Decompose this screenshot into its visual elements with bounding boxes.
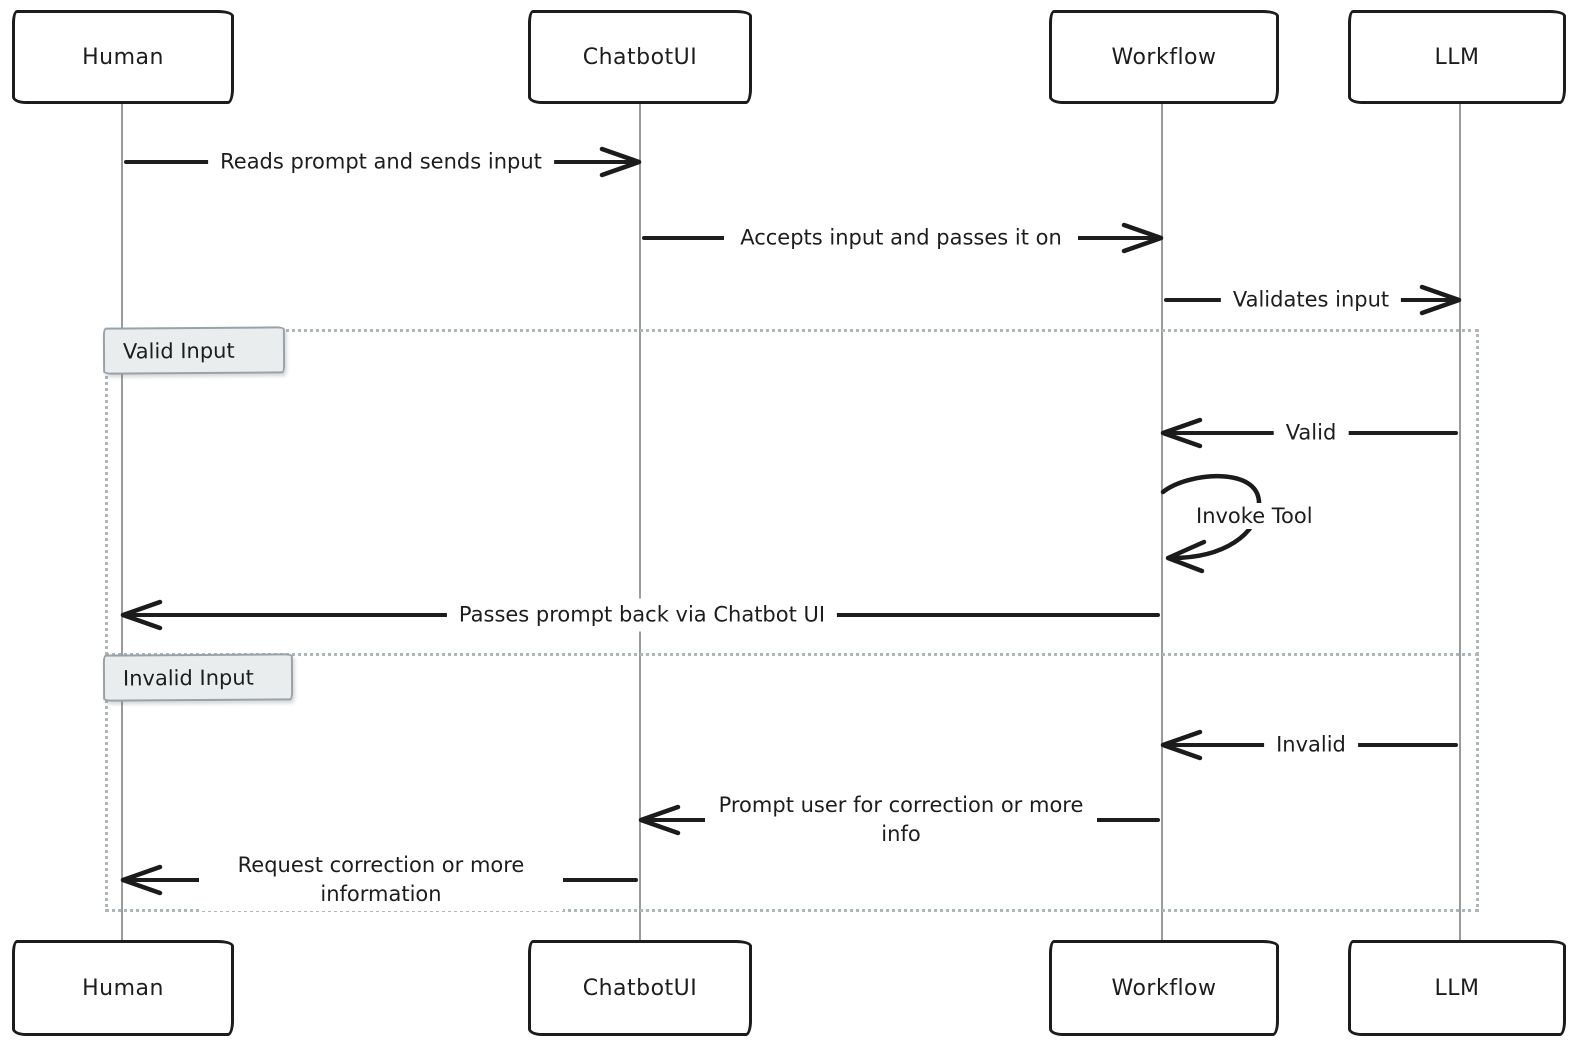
arrow-head-left-icon [120,599,163,631]
actor-workflow-top: Workflow [1049,10,1279,104]
lifeline-workflow [1161,104,1163,942]
alt-label-invalid-input: Invalid Input [102,653,294,702]
arrow-head-left-icon [1160,729,1203,761]
actor-human-bottom: Human [12,940,234,1036]
message-label: Passes prompt back via Chatbot UI [446,598,838,632]
arrow-head-right-icon [599,146,642,178]
message-label: Validates input [1220,283,1402,317]
message-label: Valid [1273,416,1349,450]
actor-chatbotui-bottom: ChatbotUI [528,940,752,1036]
message-label: Reads prompt and sends input [208,145,554,179]
arrow-head-left-icon [120,864,163,896]
message-label: Invalid [1264,728,1358,762]
self-loop-label: Invoke Tool [1188,503,1321,529]
alt-frame [105,329,1479,912]
lifeline-chatbotui [639,104,641,942]
actor-human-top: Human [12,10,234,104]
actor-chatbotui-top: ChatbotUI [528,10,752,104]
message-label: Request correction or more information [199,849,563,911]
arrow-head-left-icon [638,804,681,836]
alt-label-valid-input: Valid Input [102,326,286,375]
lifeline-llm [1459,104,1461,942]
arrow-head-right-icon [1121,222,1164,254]
arrow-head-right-icon [1419,284,1462,316]
message-label: Accepts input and passes it on [724,221,1078,255]
actor-workflow-bottom: Workflow [1049,940,1279,1036]
actor-llm-bottom: LLM [1348,940,1566,1036]
alt-divider [105,653,1479,656]
arrow-head-left-icon [1160,417,1203,449]
actor-llm-top: LLM [1348,10,1566,104]
lifeline-human [121,104,123,942]
message-label: Prompt user for correction or more info [705,789,1097,851]
